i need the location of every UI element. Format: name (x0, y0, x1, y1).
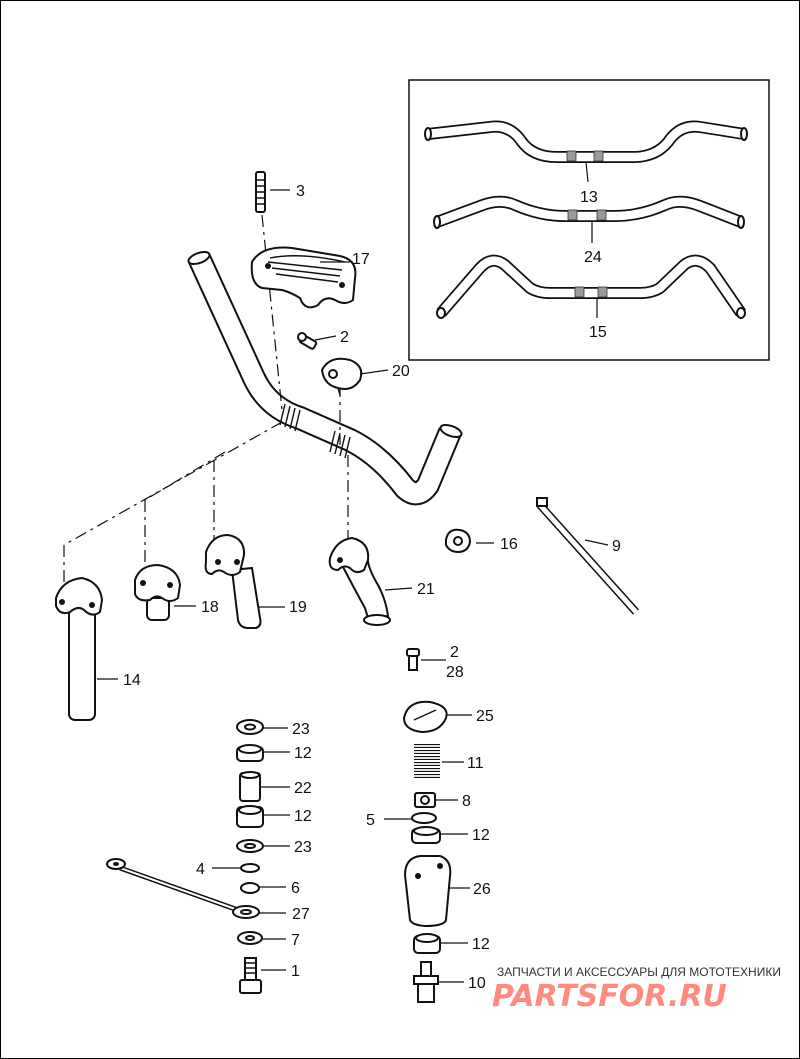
riser-19 (204, 533, 262, 629)
watermark: ЗАПЧАСТИ И АКСЕССУАРЫ ДЛЯ МОТОТЕХНИКИ PA… (492, 965, 781, 1014)
washer-23-bottom (236, 839, 264, 853)
callout-27: 27 (292, 906, 310, 923)
callout-9: 9 (612, 538, 621, 555)
washer-23-top (236, 719, 264, 735)
callout-17: 17 (352, 251, 370, 268)
inset-box (408, 79, 770, 361)
callout-23-top: 23 (292, 721, 310, 738)
callout-12-l2: 12 (294, 808, 312, 825)
bolt-1 (239, 957, 262, 994)
callout-13: 13 (580, 189, 598, 206)
callout-22: 22 (294, 780, 312, 797)
lockwasher-6 (240, 882, 260, 894)
screw-2-upper (297, 332, 318, 350)
callout-8: 8 (462, 793, 471, 810)
callout-10: 10 (468, 975, 486, 992)
handlebar-15 (436, 254, 746, 319)
bushing-12-r1 (411, 826, 441, 844)
watermark-brand: PARTSFOR.RU (492, 979, 727, 1014)
callout-12-r2: 12 (472, 936, 490, 953)
callout-labels: 3 17 2 20 13 24 15 16 9 21 18 19 14 2 28… (123, 183, 621, 992)
callout-2-upper: 2 (340, 329, 349, 346)
callout-6: 6 (291, 880, 300, 897)
callout-21: 21 (417, 581, 435, 598)
riser-21 (328, 536, 391, 626)
callout-3: 3 (296, 183, 305, 200)
main-handlebar (187, 250, 463, 506)
bushing-12-l2 (236, 805, 264, 828)
callout-20: 20 (392, 363, 410, 380)
sleeve-22 (239, 771, 261, 802)
callout-16: 16 (500, 536, 518, 553)
washer-4 (240, 863, 260, 873)
callout-28: 28 (446, 664, 464, 681)
callout-18: 18 (201, 599, 219, 616)
callout-5: 5 (366, 812, 375, 829)
watermark-caption: ЗАПЧАСТИ И АКСЕССУАРЫ ДЛЯ МОТОТЕХНИКИ (497, 965, 781, 979)
spring-11 (414, 744, 440, 778)
lockwasher-7 (237, 931, 263, 945)
ground-strap-27 (106, 858, 260, 919)
handlebar-24 (433, 195, 745, 229)
callout-14: 14 (123, 672, 141, 689)
clip-16 (445, 528, 472, 554)
stud-10 (413, 961, 439, 1003)
callout-12-l1: 12 (294, 745, 312, 762)
callout-26: 26 (473, 881, 491, 898)
callout-25: 25 (476, 708, 494, 725)
clamp-20 (320, 357, 363, 396)
riser-clamp-17 (250, 246, 357, 309)
cable-strap-9 (536, 497, 639, 615)
bushing-12-l1 (236, 744, 264, 762)
callout-7: 7 (291, 932, 300, 949)
callout-24: 24 (584, 249, 602, 266)
cap-25 (402, 700, 448, 734)
riser-14 (55, 576, 104, 721)
callout-1: 1 (291, 963, 300, 980)
washer-5 (411, 812, 437, 824)
screw-2-28 (406, 648, 420, 671)
callout-12-r1: 12 (472, 827, 490, 844)
leader-lines (97, 189, 609, 983)
callout-11: 11 (467, 755, 484, 772)
nut-8 (414, 792, 436, 808)
callout-4: 4 (196, 861, 205, 878)
callout-23-bottom: 23 (294, 839, 312, 856)
callout-2-lower: 2 (450, 644, 459, 661)
callout-15: 15 (589, 324, 607, 341)
riser-26 (403, 855, 452, 928)
handlebar-13 (424, 120, 748, 164)
bushing-12-r2 (413, 933, 441, 954)
riser-18 (134, 563, 182, 621)
screw-3 (255, 171, 266, 213)
callout-19: 19 (289, 599, 307, 616)
